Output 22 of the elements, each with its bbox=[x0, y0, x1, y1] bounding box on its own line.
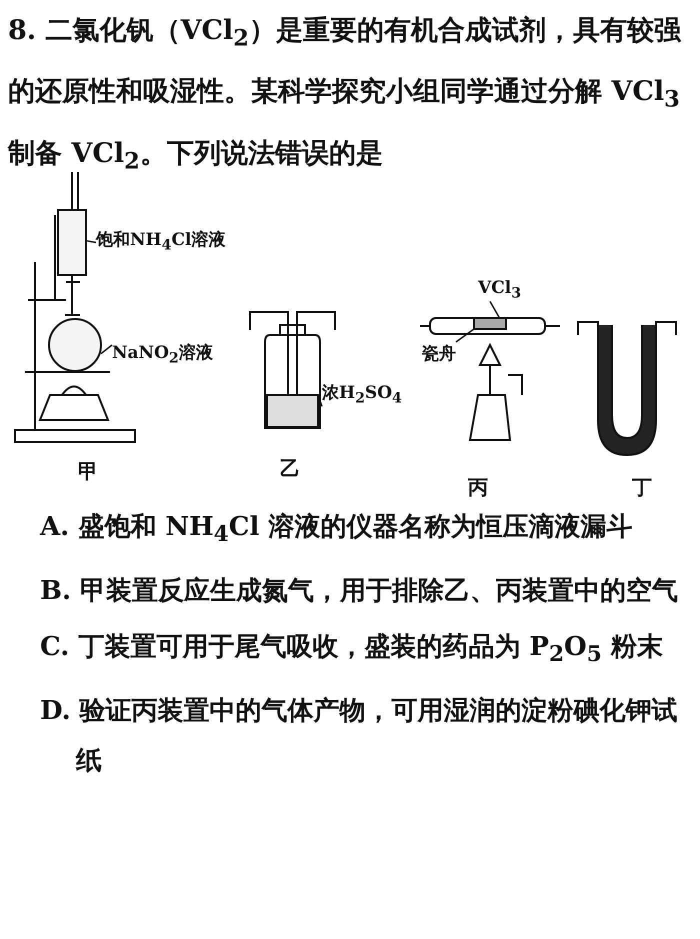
part-label: VCl$_{3}$ bbox=[478, 278, 522, 302]
part-label: 饱和NH$_{4}$Cl溶液 bbox=[96, 228, 226, 254]
apparatus-caption: 丙 bbox=[468, 474, 488, 501]
leader-line bbox=[489, 301, 500, 318]
acid-liquid bbox=[266, 394, 319, 428]
answer-option: C. 丁装置可用于尾气吸收，盛装的药品为 P$_{2}$O$_{5}$ 粉末 bbox=[40, 622, 695, 680]
leader-line bbox=[456, 328, 474, 343]
apparatus-caption: 丁 bbox=[632, 474, 652, 501]
part-label: 浓H$_{2}$SO$_{4}$ bbox=[322, 381, 402, 406]
answer-option: B. 甲装置反应生成氮气，用于排除乙、丙装置中的空气 bbox=[40, 566, 695, 616]
apparatus-caption: 乙 bbox=[280, 455, 300, 482]
porcelain-boat bbox=[473, 317, 507, 330]
part-label: NaNO$_{2}$溶液 bbox=[112, 341, 213, 366]
round-bottom-flask bbox=[48, 318, 102, 372]
part-label: 瓷舟 bbox=[422, 342, 456, 365]
answer-option: A. 盛饱和 NH$_{4}$Cl 溶液的仪器名称为恒压滴液漏斗 bbox=[40, 502, 695, 560]
answer-option: D. 验证丙装置中的气体产物，可用湿润的淀粉碘化钾试纸 bbox=[40, 686, 695, 786]
apparatus-caption: 甲 bbox=[78, 458, 98, 485]
leader-line bbox=[100, 344, 112, 354]
leader-line bbox=[86, 240, 96, 244]
funnel-body bbox=[57, 209, 87, 276]
question-text: 8. 二氯化钒（VCl$_{2}$）是重要的有机合成试剂，具有较强的还原性和吸湿性。某科学探究小组同学通过分解 VCl$_{3}$ 制备 VCl$_{2}$。下列说法错误的是 bbox=[8, 14, 682, 176]
